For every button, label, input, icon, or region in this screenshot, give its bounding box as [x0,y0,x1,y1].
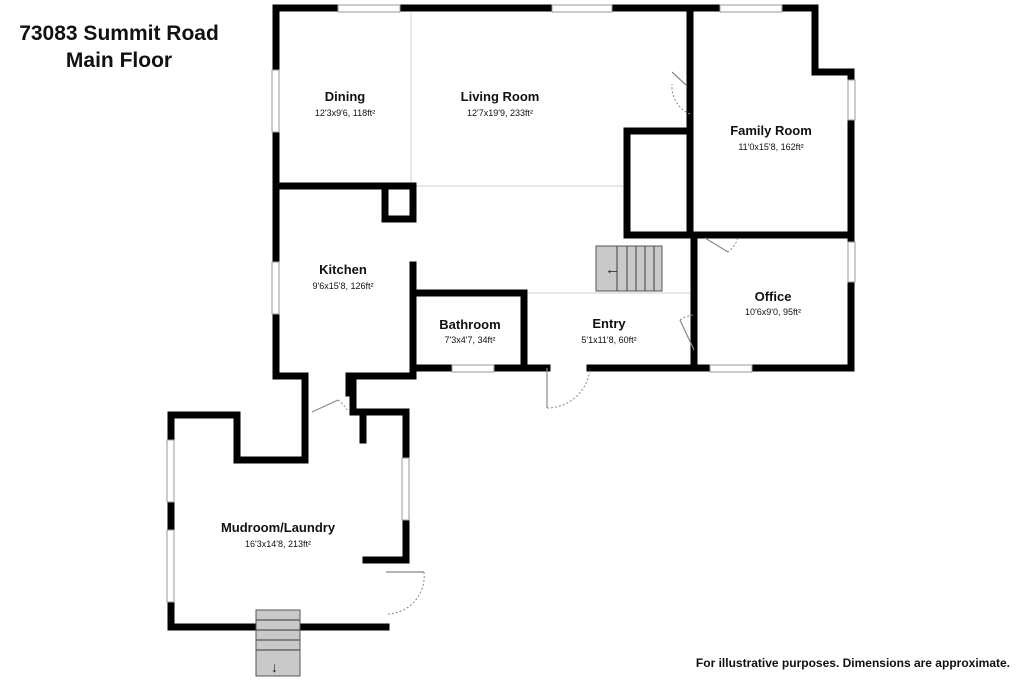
room-dimensions: 10'6x9'0, 95ft² [745,307,801,317]
room-office: Office 10'6x9'0, 95ft² [745,289,801,317]
title-address: 73083 Summit Road [19,22,219,45]
room-dimensions: 12'7x19'9, 233ft² [467,108,533,118]
room-name: Mudroom/Laundry [221,520,336,535]
room-family: Family Room 11'0x15'8, 162ft² [730,123,812,152]
room-name: Office [755,289,792,304]
window [271,261,280,315]
stairs-down-arrow-icon: ↓ [271,659,278,675]
staircase-main: ← [595,245,663,292]
room-name: Bathroom [439,317,500,332]
window [847,79,856,121]
window [166,439,175,503]
title-floor: Main Floor [65,49,173,72]
room-name: Family Room [730,123,812,138]
disclaimer-note: For illustrative purposes. Dimensions ar… [695,656,1010,670]
room-kitchen: Kitchen 9'6x15'8, 126ft² [313,262,374,291]
window [337,4,401,13]
window [551,4,613,13]
room-entry: Entry 5'1x11'8, 60ft² [581,316,636,345]
room-name: Entry [592,316,626,331]
interior-guides [410,13,690,294]
room-dimensions: 7'3x4'7, 34ft² [445,335,496,345]
window [271,69,280,133]
room-bathroom: Bathroom 7'3x4'7, 34ft² [439,317,500,345]
window [401,457,410,521]
walls [167,4,855,631]
room-living: Living Room 12'7x19'9, 233ft² [461,89,540,118]
window [451,364,495,373]
staircase-exterior: ↓ [255,609,301,677]
windows [166,4,856,603]
window [166,529,175,603]
room-name: Dining [325,89,365,104]
plan-title: 73083 Summit Road Main Floor [8,20,230,74]
stairs-arrow-icon: ← [605,261,620,278]
room-dimensions: 5'1x11'8, 60ft² [581,335,636,345]
doors [311,71,739,615]
window [847,241,856,283]
room-name: Kitchen [319,262,367,277]
room-dimensions: 12'3x9'6, 118ft² [315,108,375,118]
room-dining: Dining 12'3x9'6, 118ft² [315,89,375,118]
room-name: Living Room [461,89,540,104]
window [719,4,783,13]
room-mudroom: Mudroom/Laundry 16'3x14'8, 213ft² [221,520,336,549]
room-dimensions: 9'6x15'8, 126ft² [313,281,374,291]
window [709,364,753,373]
room-dimensions: 11'0x15'8, 162ft² [738,142,803,152]
room-dimensions: 16'3x14'8, 213ft² [245,539,311,549]
